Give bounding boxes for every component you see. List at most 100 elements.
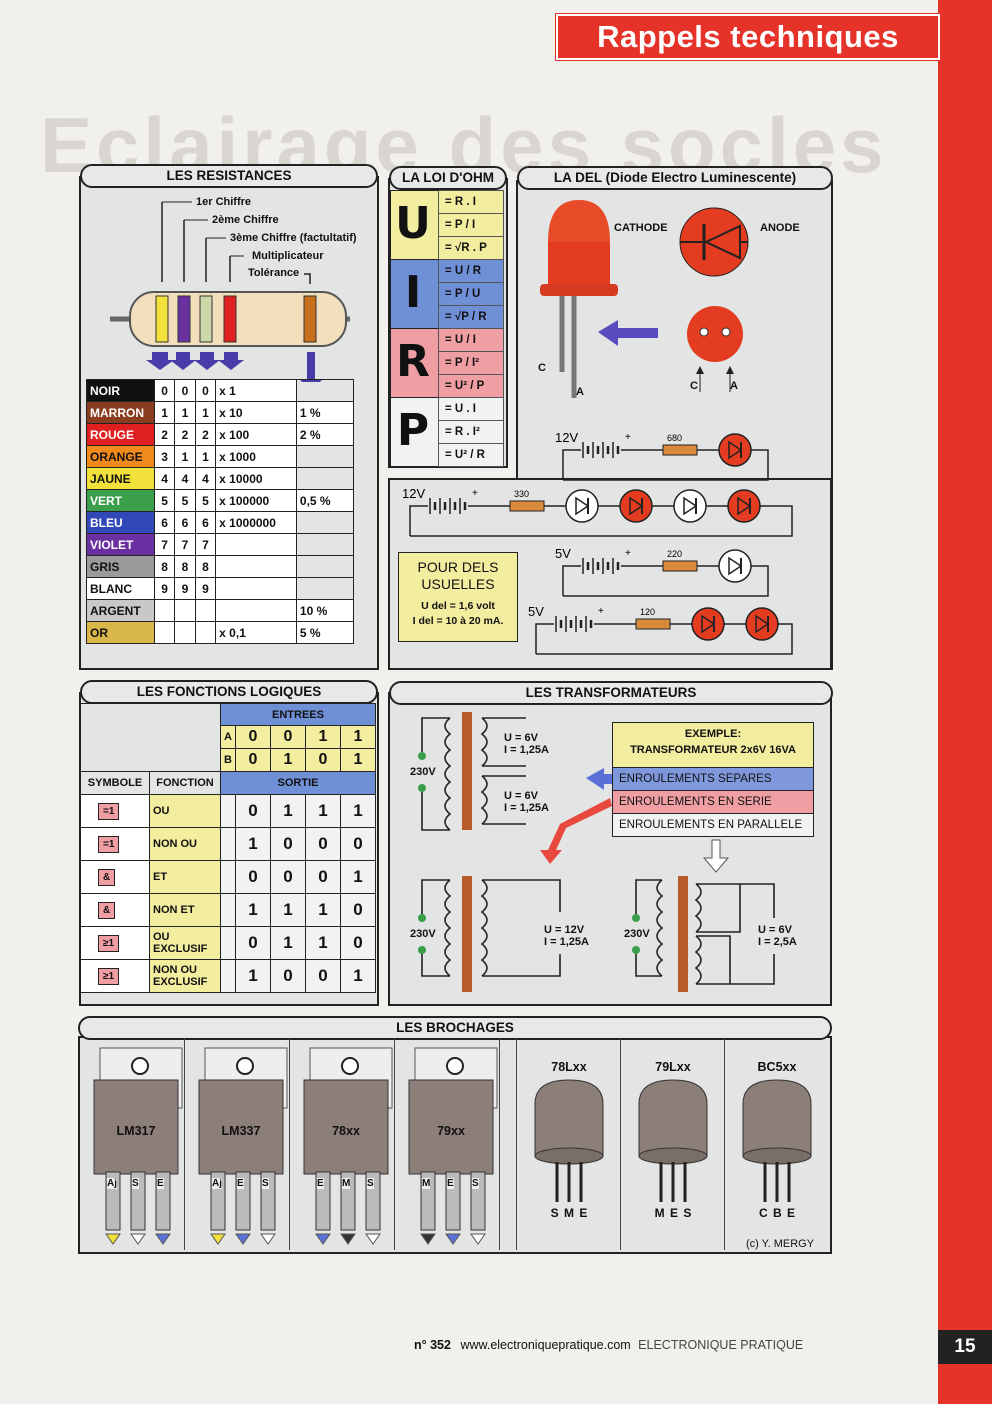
pin-label: S: [367, 1178, 374, 1189]
del-pin-c: C: [538, 362, 546, 374]
input-value: 1: [304, 725, 341, 749]
color-name: MARRON: [86, 401, 155, 424]
row-spacer: [220, 794, 236, 828]
footer-issue: n° 352: [414, 1338, 451, 1352]
digit-cell: 8: [194, 555, 217, 578]
pin-label: E: [447, 1178, 454, 1189]
digit-cell: [174, 599, 196, 622]
footer-magazine: ELECTRONIQUE PRATIQUE: [638, 1338, 804, 1352]
input-value: 0: [269, 725, 306, 749]
example-separes: ENROULEMENTS SEPARES: [613, 768, 813, 791]
circuit-voltage: 5V: [528, 604, 544, 619]
digit-cell: 3: [153, 445, 176, 468]
ohm-formula: = U / I: [438, 328, 504, 352]
gate-symbol: ≥1: [80, 926, 150, 960]
ohm-title: LA LOI D'OHM: [389, 166, 507, 190]
transfo-v230-3: 230V: [624, 928, 650, 940]
gate-name: NON OU: [149, 827, 221, 861]
logic-corner: [80, 703, 221, 772]
example-parallele: ENROULEMENTS EN PARALLELE: [613, 814, 813, 836]
multiplier-cell: x 1000: [215, 445, 297, 468]
pin-label: M: [342, 1178, 351, 1189]
del-pin-a: A: [576, 386, 584, 398]
gate-name: NON OU EXCLUSIF: [149, 959, 221, 993]
multiplier-cell: x 100000: [215, 489, 297, 512]
gate-symbol: ≥1: [80, 959, 150, 993]
ohm-formula: = U / R: [438, 259, 504, 283]
output-value: 1: [234, 893, 271, 927]
del-top-pin-c: C: [690, 380, 698, 392]
digit-cell: 5: [153, 489, 176, 512]
output-value: 1: [234, 959, 271, 993]
transfo-serie-i: I = 1,25A: [544, 936, 589, 948]
row-spacer: [220, 959, 236, 993]
example-line: TRANSFORMATEUR 2x6V 16VA: [630, 744, 796, 756]
pin-label: E: [317, 1178, 324, 1189]
pin-label: S: [132, 1178, 139, 1189]
package-name: BC5xx: [757, 1060, 797, 1074]
color-name: ARGENT: [86, 599, 155, 622]
ohm-formula: = R . I: [438, 190, 504, 214]
circuit-resistor-value: 330: [514, 489, 529, 499]
transfo-sec1-u: U = 6V: [504, 732, 538, 744]
digit-cell: 4: [174, 467, 196, 490]
digit-cell: [153, 599, 176, 622]
gate-symbol: =1: [80, 827, 150, 861]
digit-cell: 9: [153, 577, 176, 600]
digit-cell: 7: [153, 533, 176, 556]
resistances-title: LES RESISTANCES: [80, 164, 378, 188]
label-tolerance: Tolérance: [248, 267, 300, 279]
transfo-example-box: EXEMPLE: TRANSFORMATEUR 2x6V 16VA ENROUL…: [612, 722, 814, 837]
ohm-letter: U: [395, 198, 431, 249]
digit-cell: 4: [153, 467, 176, 490]
digit-cell: [174, 621, 196, 644]
digit-cell: 5: [194, 489, 217, 512]
digit-cell: 6: [194, 511, 217, 534]
page-number: 15: [938, 1330, 992, 1364]
digit-cell: 2: [174, 423, 196, 446]
output-value: 1: [339, 794, 377, 828]
input-value: 0: [234, 748, 271, 772]
del-top-pin-a: A: [730, 380, 738, 392]
tolerance-cell: [295, 511, 355, 534]
ohm-formula: = U² / R: [438, 443, 504, 467]
output-value: 1: [269, 794, 306, 828]
digit-cell: 9: [174, 577, 196, 600]
digit-cell: 7: [194, 533, 217, 556]
output-value: 0: [339, 893, 377, 927]
digit-cell: [194, 599, 217, 622]
output-value: 1: [304, 794, 341, 828]
gate-symbol-label: ≥1: [98, 934, 120, 952]
gate-name: NON ET: [149, 893, 221, 927]
digit-cell: 2: [153, 423, 176, 446]
row-spacer: [220, 860, 236, 894]
logic-title: LES FONCTIONS LOGIQUES: [80, 680, 378, 704]
color-name: VIOLET: [86, 533, 155, 556]
input-value: 0: [304, 748, 341, 772]
led-drawing: [540, 200, 749, 398]
package-name: 78xx: [332, 1124, 360, 1138]
transfo-sec2-u: U = 6V: [504, 790, 538, 802]
usual-leds-u: U del = 1,6 volt: [421, 600, 495, 612]
output-value: 1: [339, 959, 377, 993]
digit-cell: 8: [153, 555, 176, 578]
digit-cell: 8: [174, 555, 196, 578]
tolerance-cell: 0,5 %: [295, 489, 355, 512]
